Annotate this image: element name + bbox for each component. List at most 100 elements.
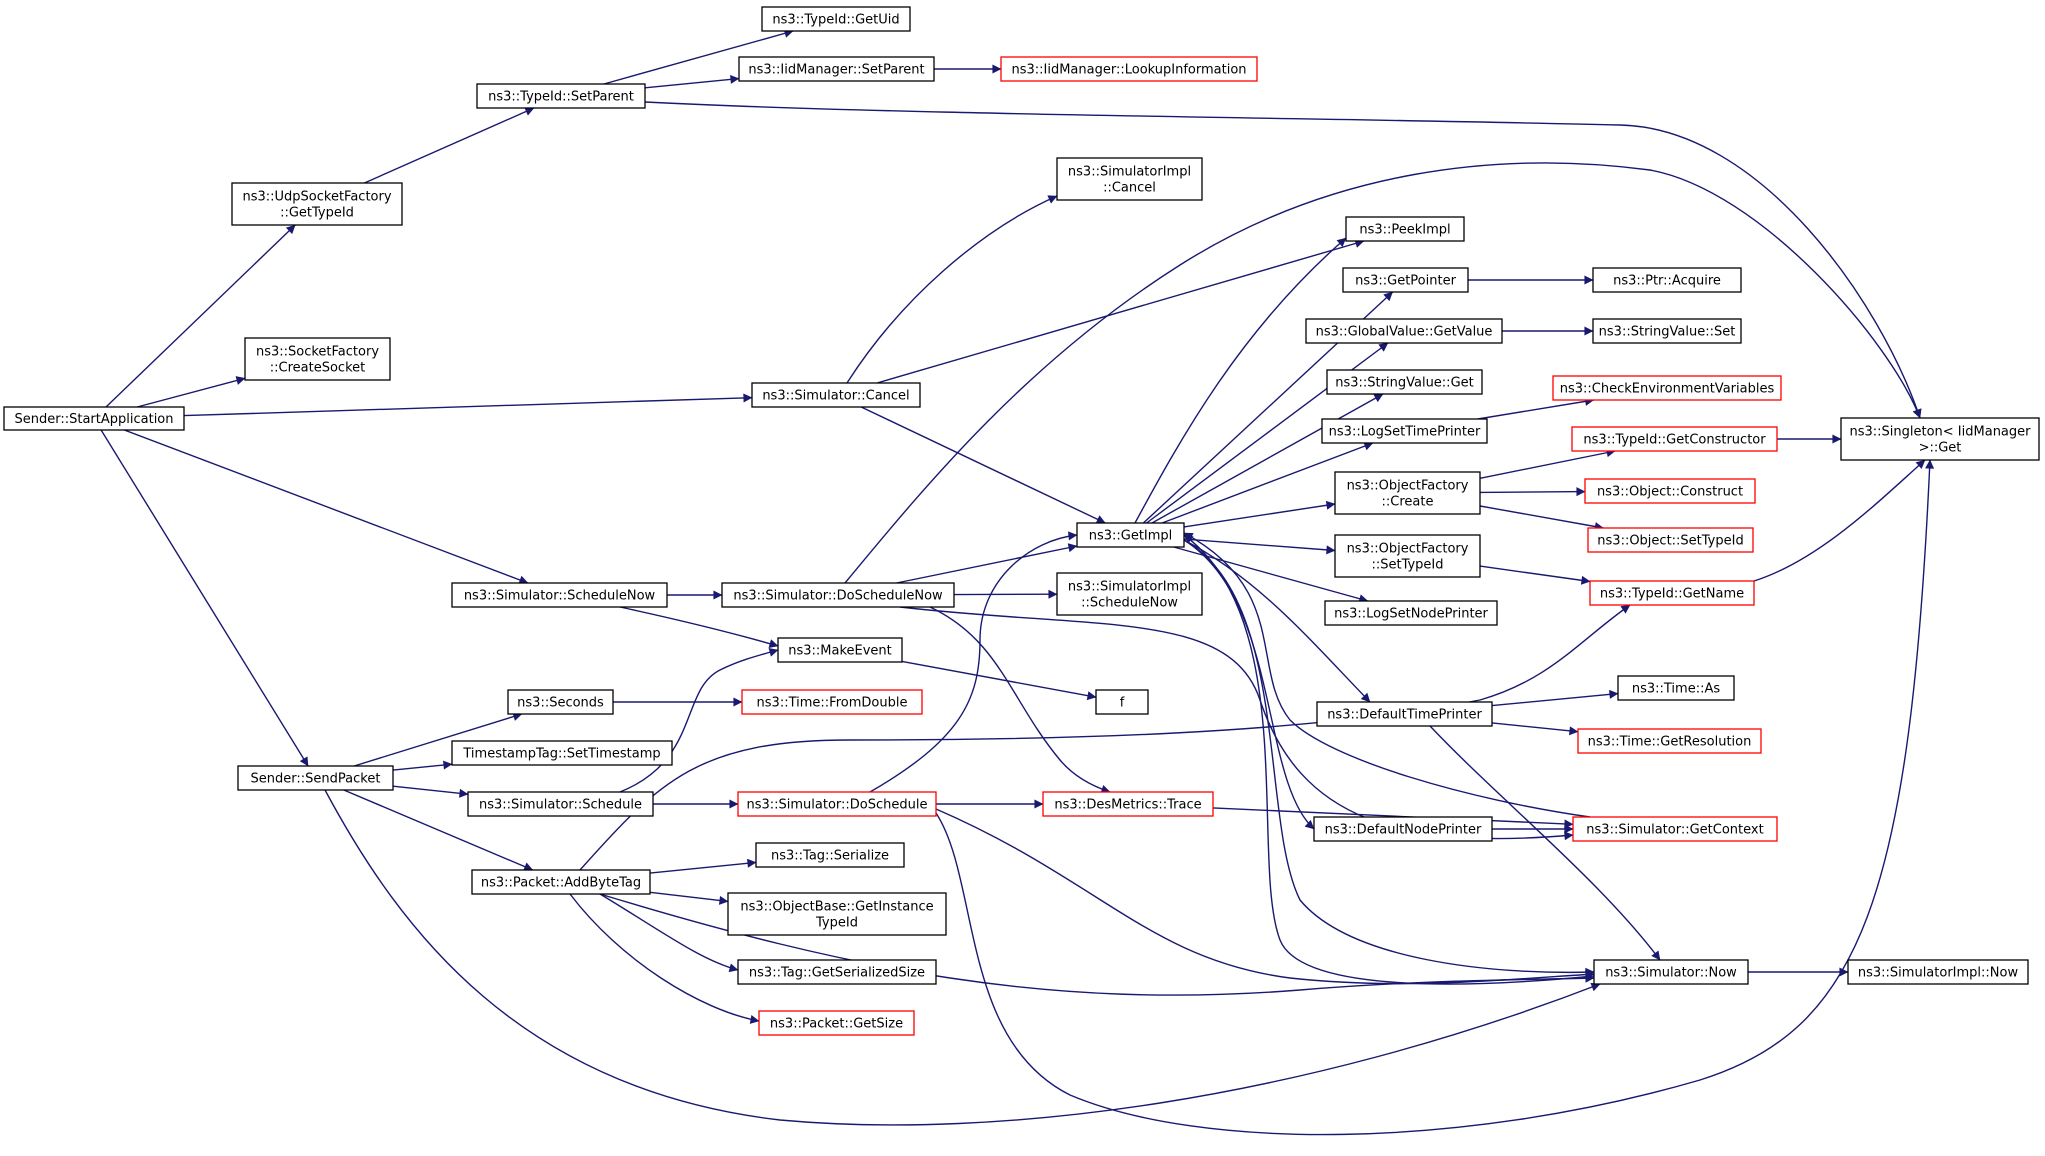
edge-defaulttime-to-timeas [1491,689,1619,707]
edge-ofcreate-to-getconstructor [1479,448,1616,479]
node-label: ns3::SimulatorImpl::Now [1858,966,2019,981]
node-box [1042,791,1214,817]
node-label: ns3::ObjectBase::GetInstance [740,900,933,915]
node-label: ns3::UdpSocketFactory [242,190,391,205]
node-getsize[interactable]: ns3::Packet::GetSize [758,1010,915,1036]
node-label: f [1120,696,1125,711]
node-label: ns3::StringValue::Set [1599,325,1736,340]
node-box [1334,471,1481,515]
node-sendpacket[interactable]: Sender::SendPacket [237,765,394,791]
node-implcancel[interactable]: ns3::SimulatorImpl::Cancel [1056,157,1203,201]
node-label: ns3::ObjectFactory [1347,479,1469,494]
node-label: ns3::Singleton< IidManager [1849,425,2031,440]
node-logsettime[interactable]: ns3::LogSetTimePrinter [1321,418,1488,444]
node-box [1095,689,1149,715]
node-label: ns3::IidManager::LookupInformation [1011,63,1246,78]
node-seconds[interactable]: ns3::Seconds [507,689,614,715]
node-label: ns3::Object::SetTypeId [1597,534,1743,549]
node-label: ns3::Simulator::DoSchedule [746,798,927,813]
node-box [751,382,921,408]
node-box [1334,534,1481,578]
node-svget[interactable]: ns3::StringValue::Get [1326,369,1483,395]
node-acquire[interactable]: ns3::Ptr::Acquire [1592,267,1742,293]
edge-dosched-to-getimpl [869,531,1078,793]
edge-ofcreate-to-objsettypeid [1479,505,1604,531]
node-dosched[interactable]: ns3::Simulator::DoSchedule [737,791,937,817]
node-label: ns3::Tag::GetSerializedSize [749,966,925,981]
node-defaulttime[interactable]: ns3::DefaultTimePrinter [1316,701,1493,727]
node-label: ns3::MakeEvent [788,644,892,659]
node-box [1305,318,1503,344]
node-box [1056,157,1203,201]
node-box [755,842,905,868]
node-getsersize[interactable]: ns3::Tag::GetSerializedSize [737,959,937,985]
edge-sendpacket-to-simsched [392,785,469,798]
edge-getimpl-to-defaulttime [1183,539,1371,703]
node-singleton[interactable]: ns3::Singleton< IidManager >::Get [1840,417,2040,461]
node-makeevent[interactable]: ns3::MakeEvent [777,637,903,663]
node-label: ns3::Simulator::Now [1605,966,1737,981]
node-getpointer[interactable]: ns3::GetPointer [1342,267,1469,293]
node-box [471,869,651,895]
node-defaultnode[interactable]: ns3::DefaultNodePrinter [1313,816,1493,842]
node-label: TypeId [815,916,858,931]
node-gvgetvalue[interactable]: ns3::GlobalValue::GetValue [1305,318,1503,344]
node-label: ::GetTypeId [280,206,354,221]
node-tagser[interactable]: ns3::Tag::Serialize [755,842,905,868]
node-lookup[interactable]: ns3::IidManager::LookupInformation [1000,56,1258,82]
node-layer: Sender::StartApplication ns3::UdpSocketFa… [3,6,2040,1036]
node-label: ns3::Time::FromDouble [757,696,908,711]
node-box [1617,675,1735,701]
node-f[interactable]: f [1095,689,1149,715]
node-label: ns3::Object::Construct [1597,485,1743,500]
node-label: ns3::Packet::AddByteTag [481,876,641,891]
node-udpget[interactable]: ns3::UdpSocketFactory::GetTypeId [231,182,403,226]
node-implnow[interactable]: ns3::SimulatorImpl::Now [1847,959,2029,985]
node-label: ns3::Packet::GetSize [770,1017,903,1032]
node-doschednow[interactable]: ns3::Simulator::DoScheduleNow [721,582,955,608]
edge-getimpl-to-svget [1151,393,1384,524]
node-setparent[interactable]: ns3::TypeId::SetParent [476,83,646,109]
node-logsetnode[interactable]: ns3::LogSetNodePrinter [1324,600,1498,626]
node-box [1572,816,1778,842]
node-fromdouble[interactable]: ns3::Time::FromDouble [741,689,923,715]
node-getimpl[interactable]: ns3::GetImpl [1076,522,1185,548]
node-addbytetag[interactable]: ns3::Packet::AddByteTag [471,869,651,895]
node-ofsettypeid[interactable]: ns3::ObjectFactory::SetTypeId [1334,534,1481,578]
edge-getimpl-to-simnow [1183,539,1595,977]
node-objconstruct[interactable]: ns3::Object::Construct [1584,478,1756,504]
node-simsched[interactable]: ns3::Simulator::Schedule [467,791,654,817]
node-getres[interactable]: ns3::Time::GetResolution [1577,728,1762,754]
node-checkenv[interactable]: ns3::CheckEnvironmentVariables [1552,375,1782,401]
node-getuid[interactable]: ns3::TypeId::GetUid [761,6,911,32]
node-setts[interactable]: TimestampTag::SetTimestamp [451,740,673,766]
node-objsettypeid[interactable]: ns3::Object::SetTypeId [1587,527,1754,553]
node-iidsetparent[interactable]: ns3::IidManager::SetParent [738,56,935,82]
node-peekimpl[interactable]: ns3::PeekImpl [1345,216,1465,242]
node-start[interactable]: Sender::StartApplication [3,406,185,431]
node-label: ns3::DesMetrics::Trace [1054,798,1201,813]
node-label: ns3::SimulatorImpl [1068,580,1191,595]
node-simnow[interactable]: ns3::Simulator::Now [1593,959,1749,985]
node-getcontext[interactable]: ns3::Simulator::GetContext [1572,816,1778,842]
edge-addbytetag-to-getsersize [599,893,739,973]
node-getconstructor[interactable]: ns3::TypeId::GetConstructor [1571,426,1778,452]
edge-getimpl-to-defaultnode [1183,539,1315,830]
node-label: ns3::DefaultNodePrinter [1325,823,1482,838]
node-ofcreate[interactable]: ns3::ObjectFactory::Create [1334,471,1481,515]
node-svset[interactable]: ns3::StringValue::Set [1592,318,1742,344]
node-box [721,582,955,608]
node-implschednow[interactable]: ns3::SimulatorImpl::ScheduleNow [1056,572,1203,616]
node-box [1589,580,1755,606]
node-label: ns3::ObjectFactory [1347,542,1469,557]
node-destrace[interactable]: ns3::DesMetrics::Trace [1042,791,1214,817]
node-schednow[interactable]: ns3::Simulator::ScheduleNow [451,582,668,608]
node-createsock[interactable]: ns3::SocketFactory::CreateSocket [244,337,391,381]
node-timeas[interactable]: ns3::Time::As [1617,675,1735,701]
edge-ofcreate-to-objconstruct [1479,487,1586,497]
node-box [738,56,935,82]
node-simcancel[interactable]: ns3::Simulator::Cancel [751,382,921,408]
edge-setparent-to-iidsetparent [644,74,740,89]
node-getname[interactable]: ns3::TypeId::GetName [1589,580,1755,606]
